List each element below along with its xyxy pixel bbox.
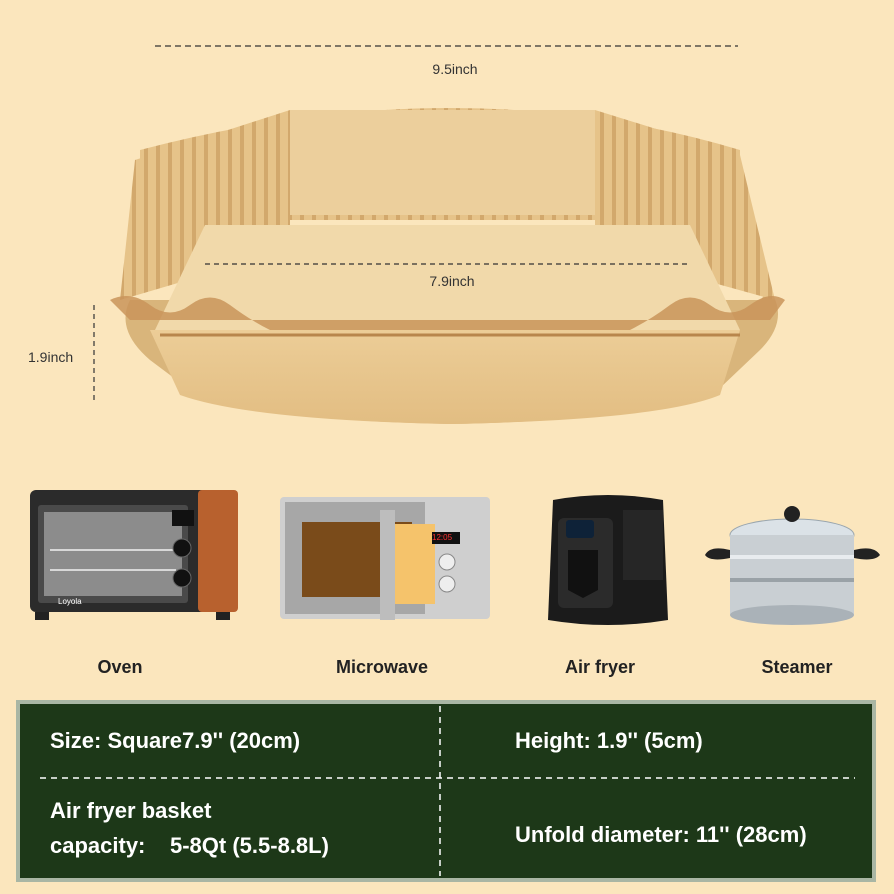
air-fryer-icon (538, 490, 678, 630)
steamer-icon (700, 500, 885, 625)
appliance-label-oven: Oven (97, 657, 143, 677)
appliance-label-steamer: Steamer (761, 657, 833, 677)
dimension-lines (93, 45, 738, 402)
appliance-label-air-fryer: Air fryer (564, 657, 636, 677)
spec-capacity-title: Air fryer basket (50, 798, 212, 823)
spec-panel: Size: Square7.9'' (20cm) Height: 1.9'' (… (16, 700, 876, 882)
microwave-display: 12:05 (432, 533, 453, 542)
spec-capacity-label: capacity: (50, 833, 146, 858)
parchment-liner-image (110, 108, 785, 424)
appliance-label-microwave: Microwave (335, 657, 429, 677)
bottom-width-label: 7.9inch (429, 273, 475, 289)
height-label: 1.9inch (28, 349, 74, 365)
top-width-label: 9.5inch (432, 61, 478, 77)
microwave-icon: 12:05 (280, 492, 490, 627)
oven-icon: Loyola (30, 490, 240, 625)
spec-dividers (40, 706, 855, 876)
spec-height: Height: 1.9'' (5cm) (515, 728, 703, 753)
spec-unfold-diameter: Unfold diameter: 11'' (28cm) (515, 822, 807, 847)
oven-brand: Loyola (58, 597, 82, 606)
spec-size: Size: Square7.9'' (20cm) (50, 728, 301, 753)
spec-capacity-value: 5-8Qt (5.5-8.8L) (170, 833, 329, 858)
